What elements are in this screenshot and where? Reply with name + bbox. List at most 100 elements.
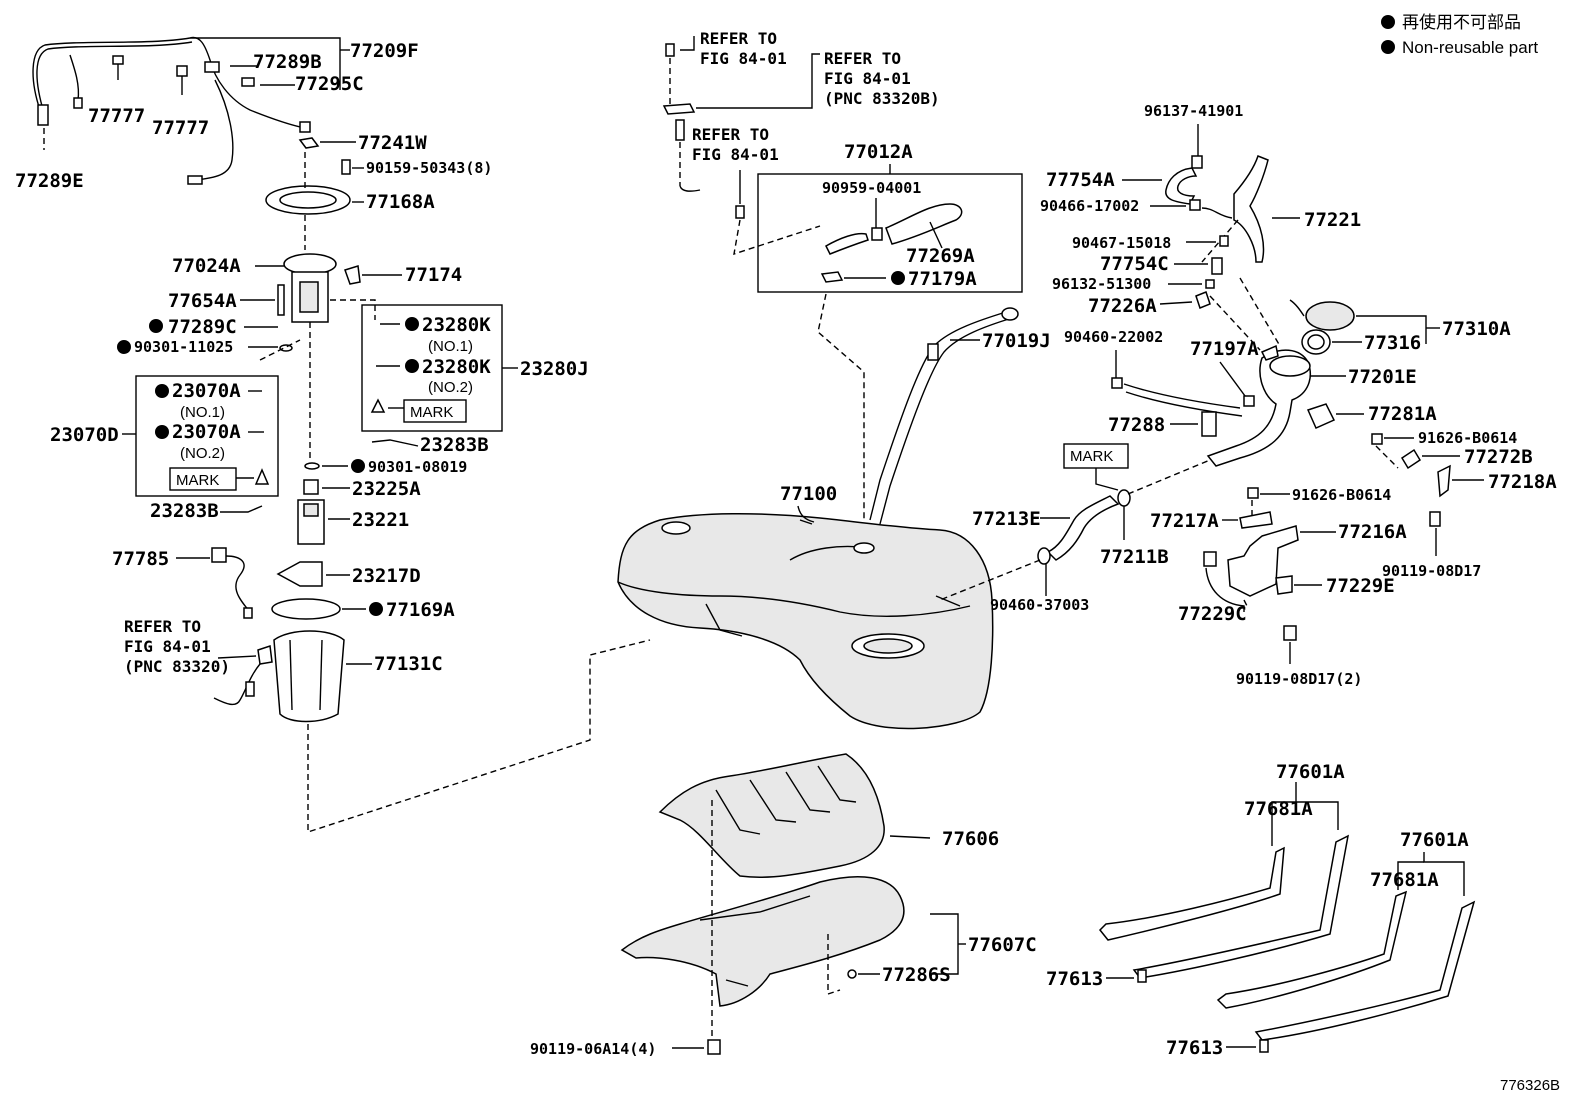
non-reusable-dot-icon <box>1381 15 1395 29</box>
heat-shield-lower: 77607C <box>620 876 1037 1007</box>
label-23070A-1-no: (NO.1) <box>180 404 225 421</box>
non-reusable-dot-icon <box>891 271 905 285</box>
label-77209F: 77209F <box>350 40 419 62</box>
label-23221: 23221 <box>352 509 409 531</box>
label-77613-a: 77613 <box>1046 968 1103 990</box>
label-77601A-b: 77601A <box>1400 829 1469 851</box>
label-90467: 90467-15018 <box>1072 234 1171 252</box>
label-77310A: 77310A <box>1442 318 1511 340</box>
label-77269A: 77269A <box>906 245 975 267</box>
label-77777-b: 77777 <box>152 117 209 139</box>
label-77272B: 77272B <box>1464 446 1533 468</box>
label-90119-08D17-2: 90119-08D17(2) <box>1236 670 1362 688</box>
label-77295C: 77295C <box>295 73 364 95</box>
label-77211B: 77211B <box>1100 546 1169 568</box>
mark-box <box>169 467 237 491</box>
label-23217D: 23217D <box>352 565 421 587</box>
box-23070D <box>135 375 279 497</box>
label-91626-a: 91626-B0614 <box>1418 429 1517 447</box>
non-reusable-dot-icon <box>1381 40 1395 54</box>
label-77216A: 77216A <box>1338 521 1407 543</box>
label-77197A: 77197A <box>1190 338 1259 360</box>
wire-harness <box>32 36 311 185</box>
label-23070A-1: 23070A <box>172 380 241 402</box>
label-23280K-1: 23280K <box>422 314 491 336</box>
ref-4-b: FIG 84-01 <box>124 637 211 656</box>
label-23280K-2: 23280K <box>422 356 491 378</box>
label-90460-22002: 90460-22002 <box>1064 328 1163 346</box>
label-90119-08D17: 90119-08D17 <box>1382 562 1481 580</box>
ref-3-a: REFER TO <box>692 125 769 144</box>
non-reusable-dot-icon <box>117 340 131 354</box>
label-77168A: 77168A <box>366 191 435 213</box>
label-23225A: 23225A <box>352 478 421 500</box>
label-77241W: 77241W <box>358 132 427 154</box>
legend-jp: 再使用不可部品 <box>1402 12 1521 32</box>
heat-shield-upper: 77606 <box>658 753 999 878</box>
label-77217A: 77217A <box>1150 510 1219 532</box>
label-77012A: 77012A <box>844 141 913 163</box>
label-77213E: 77213E <box>972 508 1041 530</box>
breather-group: REFER TO FIG 84-01 REFER TO FIG 84-01 (P… <box>662 29 940 256</box>
label-77601A-a: 77601A <box>1276 761 1345 783</box>
label-90159: 90159-50343(8) <box>366 159 492 177</box>
label-23283B-a: 23283B <box>420 434 489 456</box>
label-90466: 90466-17002 <box>1040 197 1139 215</box>
label-77777-a: 77777 <box>88 105 145 127</box>
label-23280J: 23280J <box>520 358 589 380</box>
label-77131C: 77131C <box>374 653 443 675</box>
label-90959: 90959-04001 <box>822 179 921 197</box>
label-90460-37003: 90460-37003 <box>990 596 1089 614</box>
label-77019J: 77019J <box>982 330 1051 352</box>
ref-1-b: FIG 84-01 <box>700 49 787 68</box>
non-reusable-dot-icon <box>369 602 383 616</box>
legend-en: Non-reusable part <box>1402 38 1538 57</box>
label-77754A: 77754A <box>1046 169 1115 191</box>
label-90301-11025: 90301-11025 <box>134 338 233 356</box>
mark-box <box>403 399 467 423</box>
tank-strap-a: 77601A 77681A <box>1098 761 1350 979</box>
label-77286S: 77286S <box>882 964 951 986</box>
sender-harness: 77785 <box>112 547 253 619</box>
label-77218A: 77218A <box>1488 471 1557 493</box>
figure-id: 776326B <box>1500 1077 1560 1094</box>
label-23283B-b: 23283B <box>150 500 219 522</box>
non-reusable-dot-icon <box>155 425 169 439</box>
label-77229C: 77229C <box>1178 603 1247 625</box>
label-90301-08019: 90301-08019 <box>368 458 467 476</box>
non-reusable-dot-icon <box>405 317 419 331</box>
label-77681A-b: 77681A <box>1370 869 1439 891</box>
label-77606: 77606 <box>942 828 999 850</box>
label-90119-06A14: 90119-06A14(4) <box>530 1040 656 1058</box>
label-77289E: 77289E <box>15 170 84 192</box>
label-77169A: 77169A <box>386 599 455 621</box>
ref-2-c: (PNC 83320B) <box>824 89 940 108</box>
label-23070A-2-no: (NO.2) <box>180 445 225 462</box>
label-77654A: 77654A <box>168 290 237 312</box>
non-reusable-dot-icon <box>405 359 419 373</box>
non-reusable-dot-icon <box>155 384 169 398</box>
label-77289C: 77289C <box>168 316 237 338</box>
label-77024A: 77024A <box>172 255 241 277</box>
label-96137: 96137-41901 <box>1144 102 1243 120</box>
mark-label-1: MARK <box>410 404 453 421</box>
box-77012A <box>757 173 1023 293</box>
label-91626-b: 91626-B0614 <box>1292 486 1391 504</box>
label-77613-b: 77613 <box>1166 1037 1223 1059</box>
label-77174: 77174 <box>405 264 462 286</box>
label-77289B: 77289B <box>253 51 322 73</box>
fuel-tank: 77100 <box>617 483 994 730</box>
label-77281A: 77281A <box>1368 403 1437 425</box>
label-77681A-a: 77681A <box>1244 798 1313 820</box>
ref-4-c: (PNC 83320) <box>124 657 230 676</box>
label-77226A: 77226A <box>1088 295 1157 317</box>
ref-1-a: REFER TO <box>700 29 777 48</box>
legend: 再使用不可部品 Non-reusable part <box>1381 12 1538 57</box>
label-23280K-2-no: (NO.2) <box>428 379 473 396</box>
fuel-pump-assembly: 77241W 90159-50343(8) 77168A 77024A 7717… <box>117 132 651 833</box>
label-77179A: 77179A <box>908 268 977 290</box>
non-reusable-dot-icon <box>351 459 365 473</box>
label-23280K-1-no: (NO.1) <box>428 338 473 355</box>
mark-label-3: MARK <box>1070 448 1113 465</box>
